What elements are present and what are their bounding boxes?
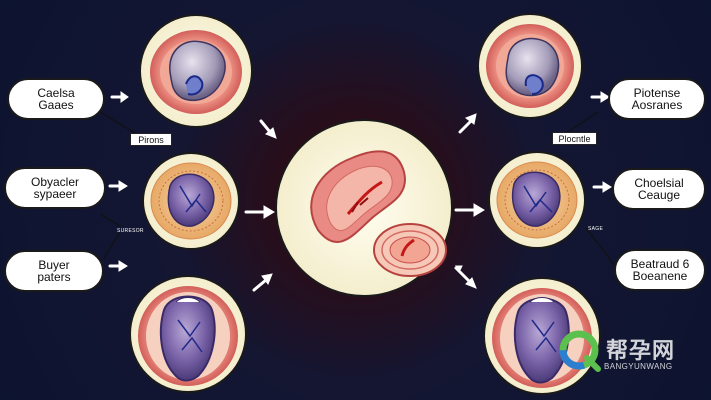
arrow-left-top	[110, 91, 129, 103]
arrow-from-center-mid	[454, 203, 485, 217]
label-left-bottom: Buyer paters	[4, 250, 104, 292]
label-left-mid: Obyacler sypaeer	[4, 167, 106, 209]
arrow-right-top	[590, 91, 610, 103]
arrow-to-center-top	[259, 119, 277, 139]
label-right-bottom: Beatraud 6 Boeanene	[614, 249, 706, 291]
arrow-from-center-bottom	[454, 265, 477, 289]
organ-circle-left-top	[139, 14, 253, 128]
arrow-from-center-top	[458, 113, 477, 134]
label-right-mid: Choelsial Ceauge	[612, 168, 706, 210]
organ-circle-right-top	[477, 13, 583, 119]
tag-left: Pirons	[130, 133, 172, 146]
center-illustration	[275, 119, 453, 297]
tiny-label-left: SURESOR	[117, 228, 144, 234]
organ-circle-left-bottom	[129, 275, 247, 393]
arrow-left-bottom	[108, 260, 128, 272]
arrow-to-center-bottom	[252, 273, 273, 292]
label-right-top: Piotense Aosranes	[608, 78, 706, 120]
arrow-left-mid	[108, 180, 128, 192]
arrow-to-center-mid	[244, 205, 275, 219]
tiny-label-right: SAGE	[588, 226, 604, 232]
label-left-top: Caelsa Gaaes	[7, 78, 105, 120]
watermark-text-cn: 帮孕网	[606, 339, 676, 364]
watermark-logo-icon	[559, 330, 601, 372]
watermark-text-en: BANGYUNWANG	[604, 362, 673, 371]
arrows	[108, 91, 612, 292]
organ-circle-left-mid	[142, 152, 240, 250]
organ-circle-right-mid	[488, 151, 586, 249]
arrow-right-mid	[592, 181, 612, 193]
connector-lines	[99, 111, 617, 268]
tag-right: Plocntle	[552, 132, 597, 145]
